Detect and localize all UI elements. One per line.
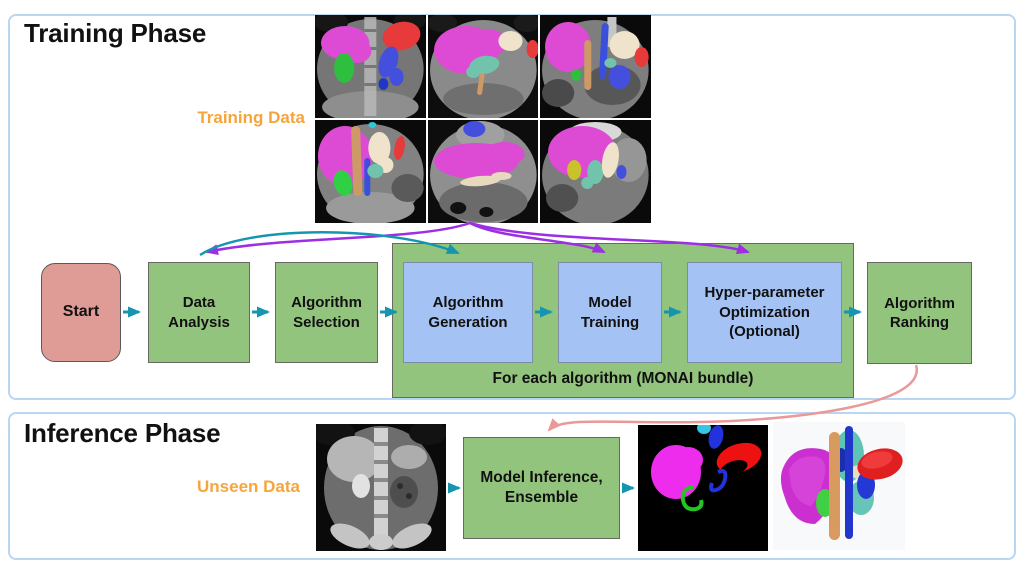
ct-slice-2-image	[427, 15, 539, 118]
algorithm-generation-box: Algorithm Generation	[403, 262, 533, 363]
ct-slice-3-image	[540, 15, 651, 118]
ct-slice-5-image	[427, 120, 539, 223]
segmentation-mask-image	[638, 425, 768, 551]
model-training-box: Model Training	[558, 262, 662, 363]
training-data-label: Training Data	[197, 108, 305, 127]
training-data-image-grid	[315, 15, 651, 223]
start-box: Start	[41, 263, 121, 362]
unseen-data-label: Unseen Data	[197, 477, 300, 496]
hyperparameter-optimization-box: Hyper-parameter Optimization (Optional)	[687, 262, 842, 363]
ct-slice-1-image	[315, 15, 426, 118]
ct-slice-6-image	[540, 120, 651, 223]
inference-phase-title: Inference Phase	[24, 418, 221, 448]
algorithm-ranking-box: Algorithm Ranking	[867, 262, 972, 364]
algorithm-selection-box: Algorithm Selection	[275, 262, 378, 363]
unseen-ct-image	[316, 424, 446, 551]
data-analysis-box: Data Analysis	[148, 262, 250, 363]
ct-slice-4-image	[315, 120, 426, 223]
3d-render-image	[773, 422, 905, 550]
model-inference-box: Model Inference, Ensemble	[463, 437, 620, 539]
training-phase-title: Training Phase	[24, 18, 207, 48]
for-each-algorithm-caption: For each algorithm (MONAI bundle)	[492, 370, 754, 387]
